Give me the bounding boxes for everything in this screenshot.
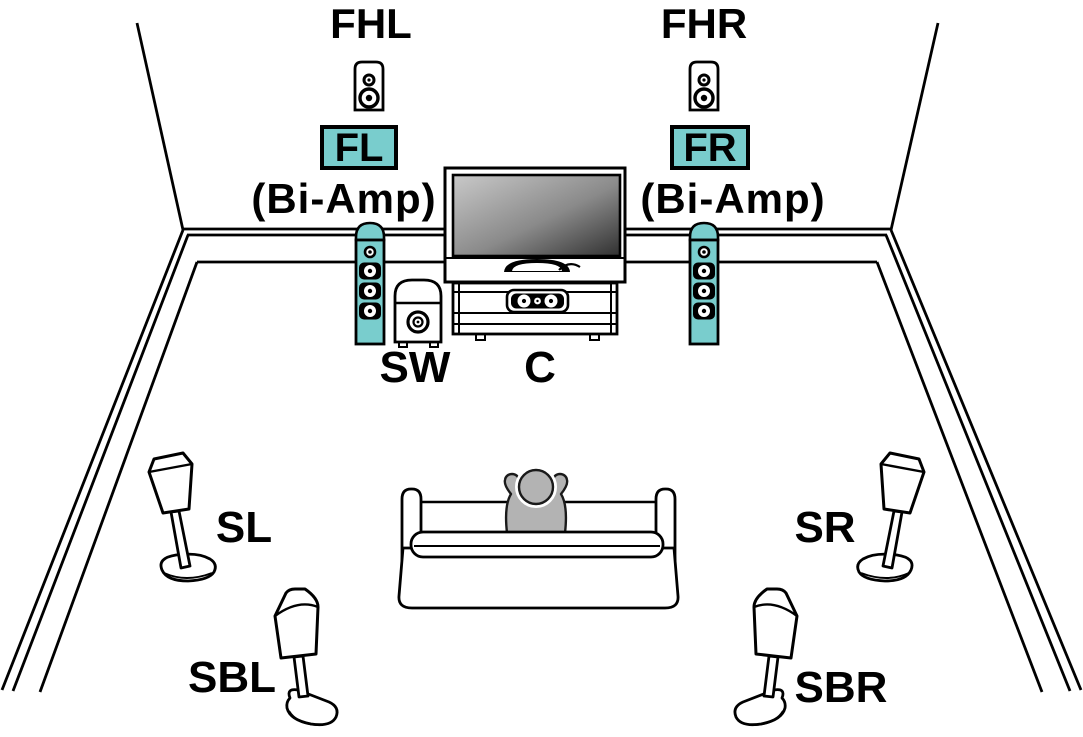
label-biamp-right: (Bi-Amp) — [640, 175, 826, 222]
left-baseboard-line — [38, 261, 199, 693]
tv-stand — [451, 281, 619, 341]
surround-left-speaker-icon — [147, 451, 217, 583]
front-right-channel-badge: FR — [670, 125, 750, 170]
front-height-right-speaker-icon — [688, 60, 720, 112]
surround-back-right-speaker-icon — [733, 587, 799, 727]
left-wall-edge — [135, 22, 185, 231]
tv — [443, 166, 627, 284]
sofa-cushion — [409, 530, 665, 559]
front-right-tower-speaker-icon — [688, 221, 720, 346]
left-floor-line-inner — [11, 234, 190, 692]
left-floor-line-outer — [0, 229, 185, 691]
right-baseboard-line — [875, 261, 1044, 693]
label-subwoofer: SW — [379, 343, 451, 392]
label-biamp-left: (Bi-Amp) — [251, 175, 437, 222]
subwoofer-icon — [393, 278, 443, 348]
sofa-base — [397, 546, 680, 610]
label-surround-right: SR — [794, 503, 856, 552]
label-front-height-right: FHR — [660, 0, 748, 47]
right-floor-line-inner — [884, 234, 1072, 692]
label-front-height-left: FHL — [330, 0, 412, 47]
label-surround-back-right: SBR — [794, 663, 888, 712]
front-left-channel-badge: FL — [320, 125, 398, 170]
right-floor-line-outer — [889, 229, 1083, 691]
label-center: C — [524, 343, 556, 392]
listener — [503, 466, 569, 535]
tv-screen — [451, 173, 622, 258]
label-front-right: FR — [683, 125, 737, 170]
center-speaker-icon — [505, 288, 570, 314]
front-height-left-speaker-icon — [353, 60, 385, 112]
right-wall-edge — [889, 22, 940, 231]
sofa — [397, 466, 680, 610]
surround-right-speaker-icon — [856, 451, 926, 583]
front-left-tower-speaker-icon — [354, 221, 386, 346]
surround-back-left-speaker-icon — [273, 587, 339, 727]
label-surround-left: SL — [215, 503, 273, 552]
label-front-left: FL — [334, 125, 384, 170]
label-surround-back-left: SBL — [188, 653, 276, 702]
